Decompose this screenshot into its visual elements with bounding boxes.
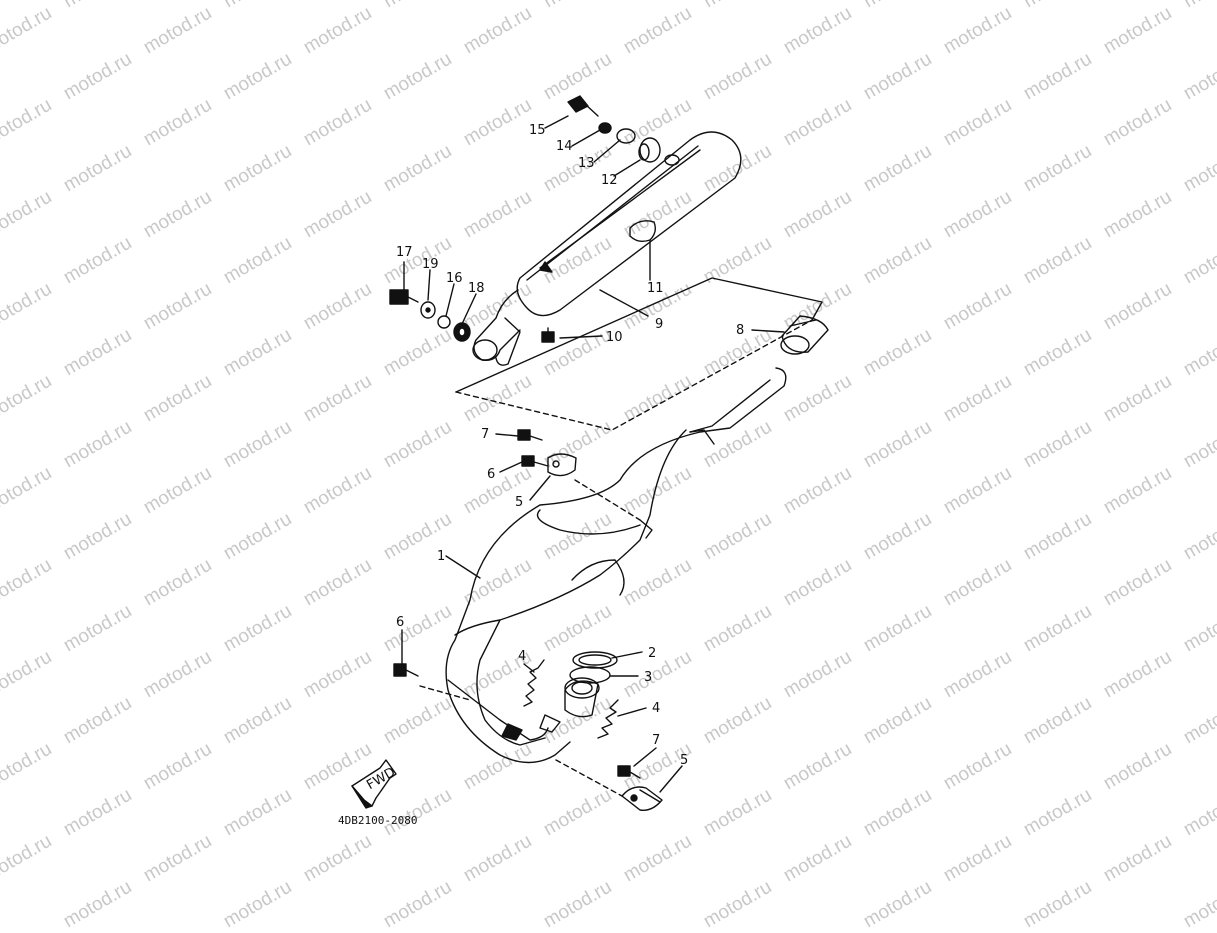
callout-4: 4	[518, 649, 526, 664]
washer-14	[598, 122, 612, 134]
callout-11: 11	[647, 281, 664, 296]
callout-18: 18	[468, 281, 485, 296]
callout-5: 5	[680, 753, 688, 768]
bolt-17	[389, 289, 419, 305]
grommet-18	[453, 322, 471, 342]
exhaust-chamber-1	[445, 367, 787, 764]
o-ring-3	[569, 666, 611, 684]
muffler-outlet	[472, 289, 521, 366]
callout-7: 7	[481, 427, 489, 442]
callout-5: 5	[515, 495, 523, 510]
bolt-7-upper	[517, 429, 543, 441]
callout-labels: 1 2 3 4 4 5 5 6 6 7 7 8 9 10 11 12 13 14…	[396, 123, 744, 768]
collar-16	[437, 315, 451, 329]
alignment-lines	[419, 479, 641, 797]
callout-6: 6	[487, 467, 495, 482]
muffler-body	[516, 131, 742, 317]
washer-19	[420, 301, 436, 319]
collar-13	[616, 128, 636, 144]
exhaust-head	[499, 714, 561, 741]
callout-19: 19	[422, 257, 439, 272]
bolt-6-upper	[521, 455, 549, 467]
figure-code: 4DB2100-2080	[338, 814, 417, 827]
bracket-5-upper	[547, 453, 577, 477]
muffler-assembly-frame	[455, 277, 823, 431]
leader-lines	[401, 115, 785, 793]
callout-9: 9	[655, 317, 663, 332]
joint-clamp-8	[780, 315, 829, 355]
callout-1: 1	[437, 549, 445, 564]
bolt-7-lower	[617, 765, 641, 779]
callout-16: 16	[446, 271, 463, 286]
callout-14: 14	[556, 139, 573, 154]
callout-4: 4	[652, 701, 660, 716]
callout-12: 12	[601, 173, 618, 188]
bolt-6-lower	[393, 663, 419, 677]
exhaust-flange	[564, 677, 600, 718]
callout-6: 6	[396, 615, 404, 630]
callout-15: 15	[529, 123, 546, 138]
callout-3: 3	[644, 670, 652, 685]
callout-13: 13	[578, 156, 595, 171]
callout-7: 7	[652, 733, 660, 748]
grommet-12	[638, 137, 661, 163]
bracket-5-lower	[621, 786, 663, 811]
bolt-15	[567, 95, 599, 117]
bolt-10	[541, 327, 555, 343]
callout-10: 10	[606, 330, 623, 345]
callout-8: 8	[736, 323, 744, 338]
callout-17: 17	[396, 245, 413, 260]
gasket-2	[572, 651, 618, 669]
spring-4-right	[597, 699, 619, 739]
exhaust-parts-diagram: 1 2 3 4 4 5 5 6 6 7 7 8 9 10 11 12 13 14…	[338, 95, 829, 827]
fwd-arrow-icon	[351, 759, 397, 809]
callout-2: 2	[648, 646, 656, 661]
spring-4-left	[523, 659, 545, 707]
